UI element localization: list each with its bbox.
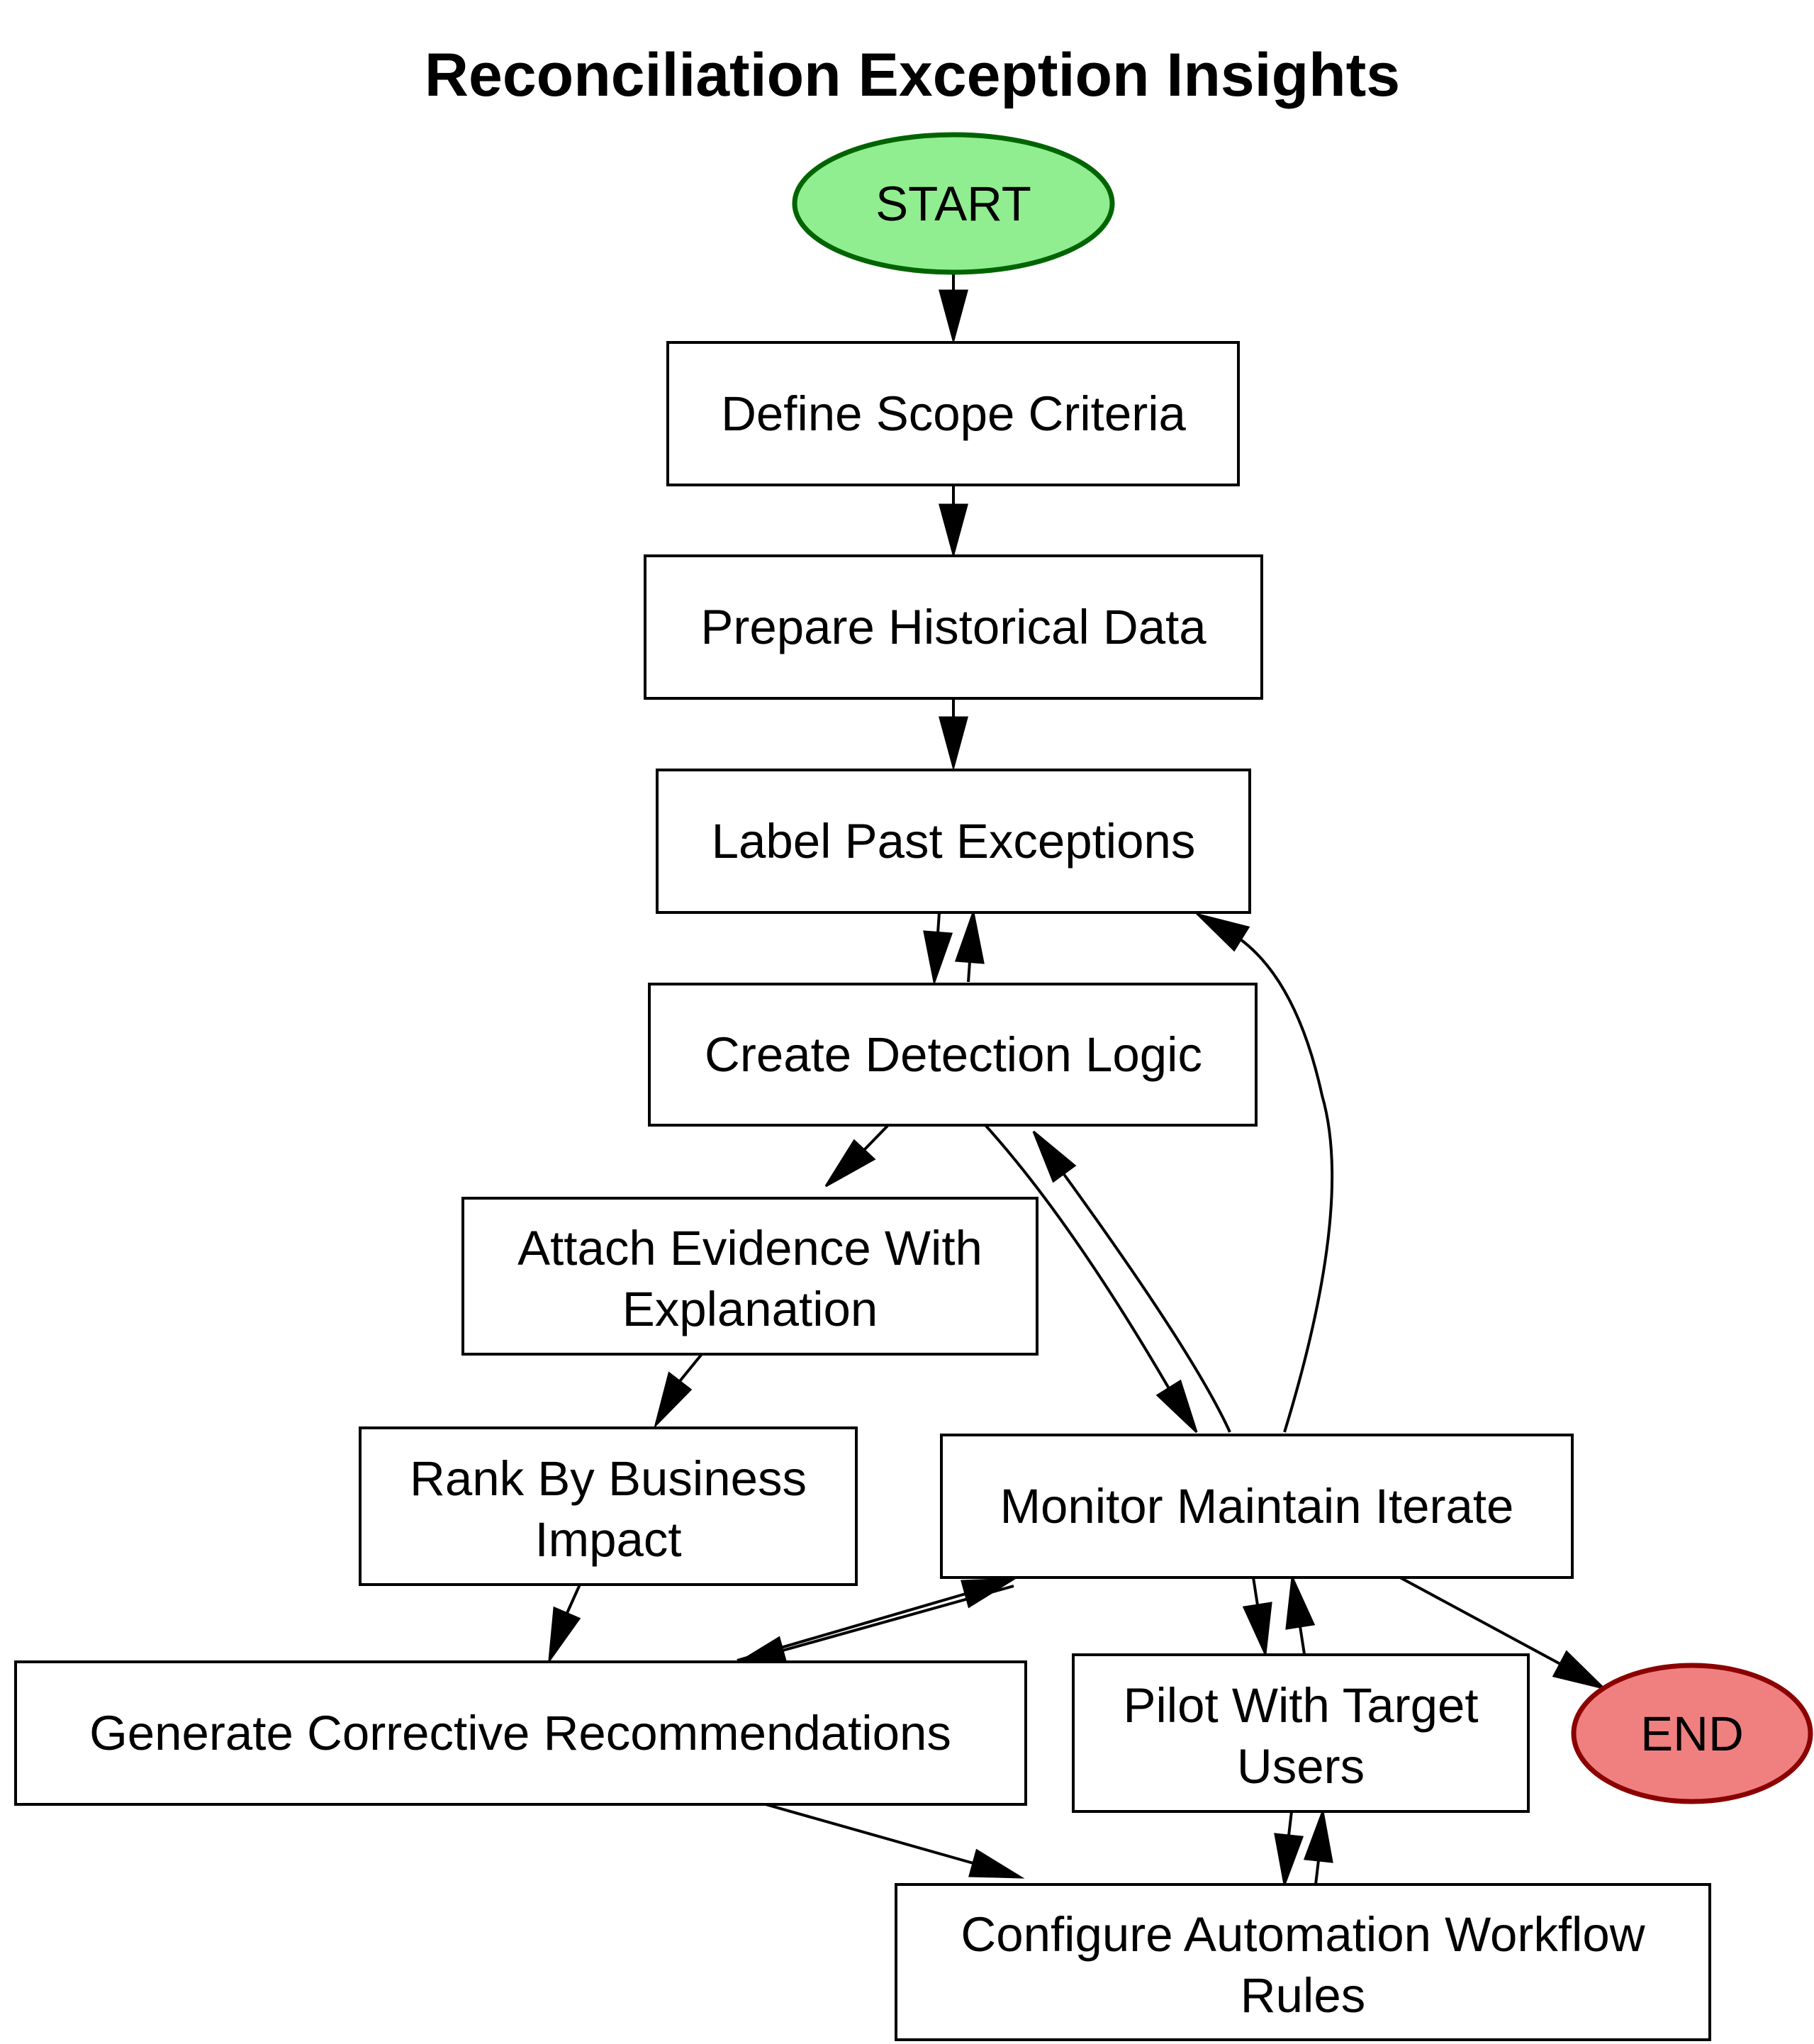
pilot-label-line1: Pilot With Target [1123,1678,1478,1733]
start-label: START [875,177,1031,231]
generate-recs-box [14,1660,1027,1806]
create-detection-label: Create Detection Logic [705,1027,1202,1082]
edge-create-detection-to-label-exceptions [954,908,985,983]
edge-pilot-to-configure [1274,1811,1304,1889]
monitor-box [940,1434,1574,1579]
node-create-detection: Create Detection Logic [648,983,1258,1127]
edge-prepare-data-to-label-exceptions [939,698,968,771]
nodes: START Define Scope Criteria Prepare Hist… [14,132,1813,2041]
rank-impact-label-line2: Impact [534,1512,681,1567]
node-monitor: Monitor Maintain Iterate [940,1434,1574,1579]
attach-evidence-label-line2: Explanation [622,1282,878,1336]
edge-monitor-to-label-exceptions [1194,912,1334,1433]
monitor-label: Monitor Maintain Iterate [1000,1479,1514,1534]
diagram-title: Reconciliation Exception Insights [425,41,1400,109]
edge-start-to-define-scope [939,272,968,345]
edge-label-exceptions-to-create-detection [923,912,953,986]
define-scope-label: Define Scope Criteria [721,386,1186,441]
edge-define-scope-to-prepare-data [939,485,968,559]
pilot-label-line2: Users [1237,1739,1365,1794]
node-end: END [1571,1663,1813,1804]
edge-pilot-to-monitor [1285,1573,1316,1655]
edge-monitor-to-create-detection [1032,1130,1231,1433]
prepare-data-box [644,554,1263,700]
end-ellipse [1571,1663,1813,1804]
edge-monitor-to-end [1399,1576,1607,1690]
label-exceptions-label: Label Past Exceptions [712,814,1196,869]
node-define-scope: Define Scope Criteria [666,341,1240,486]
edge-generate-recs-to-configure [765,1803,1025,1879]
end-label: END [1640,1707,1744,1761]
create-detection-box [648,983,1258,1127]
edge-configure-to-pilot [1303,1807,1333,1885]
node-label-exceptions: Label Past Exceptions [656,769,1251,914]
edge-monitor-to-pilot [1242,1577,1272,1658]
node-pilot: Pilot With Target Users [1072,1653,1530,1813]
pilot-box [1072,1653,1530,1813]
rank-impact-label-line1: Rank By Business [410,1451,807,1506]
configure-label-line2: Rules [1241,1968,1365,2023]
node-generate-recs: Generate Corrective Recommendations [14,1660,1027,1806]
edge-create-detection-to-attach-evidence [824,1124,890,1188]
edge-create-detection-to-monitor [984,1124,1198,1434]
node-attach-evidence: Attach Evidence With Explanation [461,1197,1038,1356]
prepare-data-label: Prepare Historical Data [700,600,1206,654]
define-scope-box [666,341,1240,486]
attach-evidence-box [461,1197,1038,1356]
node-rank-impact: Rank By Business Impact [359,1426,858,1586]
node-configure: Configure Automation Workflow Rules [895,1883,1711,2041]
label-exceptions-box [656,769,1251,914]
edge-generate-recs-to-monitor [737,1577,1018,1662]
edge-attach-evidence-to-rank-impact [654,1353,703,1429]
node-start: START [792,132,1115,275]
edge-rank-impact-to-generate-recs [547,1584,581,1665]
configure-box [895,1883,1711,2041]
edges [547,272,1607,1889]
node-prepare-data: Prepare Historical Data [644,554,1263,700]
start-ellipse [792,132,1115,275]
configure-label-line1: Configure Automation Workflow [961,1907,1645,1962]
rank-impact-box [359,1426,858,1586]
attach-evidence-label-line1: Attach Evidence With [517,1221,982,1275]
generate-recs-label: Generate Corrective Recommendations [89,1706,951,1760]
